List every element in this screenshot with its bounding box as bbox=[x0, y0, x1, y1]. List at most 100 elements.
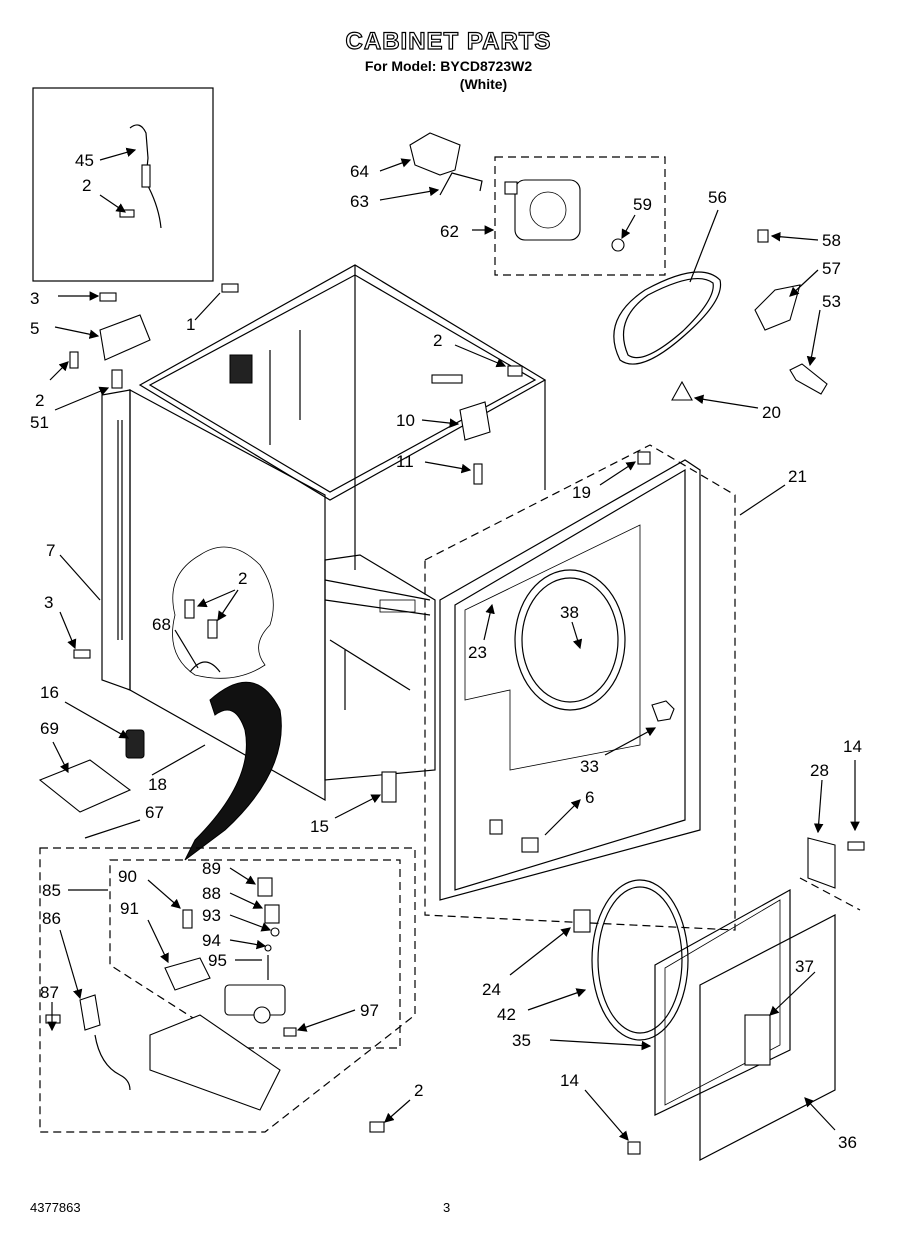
callout-labels: 45 2 3 1 5 2 51 64 63 62 59 56 58 57 53 … bbox=[30, 151, 862, 1152]
callout-67: 67 bbox=[145, 803, 164, 822]
callout-7: 7 bbox=[46, 541, 55, 560]
callout-14: 14 bbox=[843, 737, 862, 756]
callout-15: 15 bbox=[310, 817, 329, 836]
callout-64: 64 bbox=[350, 162, 369, 181]
callout-6: 6 bbox=[585, 788, 594, 807]
callout-53: 53 bbox=[822, 292, 841, 311]
screw-14-top bbox=[847, 841, 865, 851]
airflow-arrow bbox=[184, 681, 282, 861]
callout-51: 51 bbox=[30, 413, 49, 432]
screw-14-bottom bbox=[627, 1141, 641, 1155]
callout-2: 2 bbox=[35, 391, 44, 410]
thermostat-10 bbox=[459, 401, 491, 441]
callout-18: 18 bbox=[148, 775, 167, 794]
motor-box bbox=[494, 156, 666, 276]
screw-2-mid-b bbox=[207, 619, 218, 639]
screw-97 bbox=[283, 1027, 297, 1037]
screw-3-mid bbox=[73, 649, 91, 659]
cord-inset-box bbox=[32, 87, 214, 282]
callout-35: 35 bbox=[512, 1031, 531, 1050]
foot-20 bbox=[671, 380, 693, 401]
cord-screw bbox=[119, 209, 135, 218]
callout-42: 42 bbox=[497, 1005, 516, 1024]
page-number: 3 bbox=[443, 1200, 451, 1215]
cabinet-side-panel bbox=[101, 388, 326, 802]
pad-69 bbox=[38, 759, 132, 813]
screw-2-bottom bbox=[369, 1121, 385, 1133]
screw-90 bbox=[182, 909, 193, 929]
igniter-86 bbox=[79, 994, 101, 1031]
idler-53 bbox=[789, 363, 828, 395]
cord-plug bbox=[141, 164, 151, 188]
callout-97: 97 bbox=[360, 1001, 379, 1020]
clip-51 bbox=[111, 369, 123, 389]
callout-2: 2 bbox=[238, 569, 247, 588]
door-inner-35 bbox=[654, 888, 791, 1116]
callout-3: 3 bbox=[44, 593, 53, 612]
bracket-57 bbox=[754, 284, 801, 331]
door-catch-33 bbox=[651, 700, 675, 722]
callout-87: 87 bbox=[40, 983, 59, 1002]
callout-37: 37 bbox=[795, 957, 814, 976]
callout-2: 2 bbox=[414, 1081, 423, 1100]
foot-16 bbox=[125, 729, 145, 759]
callout-45: 45 bbox=[75, 151, 94, 170]
front-panel bbox=[439, 459, 701, 901]
callout-38: 38 bbox=[560, 603, 579, 622]
handle-37 bbox=[744, 1014, 771, 1066]
valve-subassembly-box-85 bbox=[109, 859, 401, 1049]
drive-belt-56 bbox=[613, 271, 722, 365]
latch-6 bbox=[489, 819, 503, 835]
callout-62: 62 bbox=[440, 222, 459, 241]
burner-assembly-box bbox=[39, 847, 416, 1133]
callout-14: 14 bbox=[560, 1071, 579, 1090]
clamp-68 bbox=[189, 661, 221, 673]
clip-19 bbox=[637, 451, 651, 465]
callout-23: 23 bbox=[468, 643, 487, 662]
cabinet-frame bbox=[138, 264, 547, 781]
document-number: 4377863 bbox=[30, 1200, 81, 1215]
drive-motor bbox=[504, 179, 625, 252]
gas-valve bbox=[224, 877, 286, 1024]
callout-2: 2 bbox=[433, 331, 442, 350]
callout-63: 63 bbox=[350, 192, 369, 211]
screw-2-left bbox=[69, 351, 79, 369]
callout-89: 89 bbox=[202, 859, 221, 878]
callout-57: 57 bbox=[822, 259, 841, 278]
burner-tube bbox=[149, 1014, 281, 1111]
leader-lines bbox=[47, 147, 860, 1141]
model-line: For Model: BYCD8723W2 bbox=[364, 58, 533, 74]
bracket-91 bbox=[164, 957, 211, 991]
screw-1 bbox=[221, 283, 239, 293]
callout-33: 33 bbox=[580, 757, 599, 776]
callout-56: 56 bbox=[708, 188, 727, 207]
callout-88: 88 bbox=[202, 884, 221, 903]
bracket-5 bbox=[99, 314, 151, 361]
seal-42 bbox=[591, 879, 689, 1041]
door-outer-36 bbox=[699, 914, 836, 1161]
screw-58 bbox=[757, 229, 769, 243]
motor-bracket-64 bbox=[409, 132, 461, 176]
callout-10: 10 bbox=[396, 411, 415, 430]
callout-85: 85 bbox=[42, 881, 61, 900]
callout-95: 95 bbox=[208, 951, 227, 970]
callout-93: 93 bbox=[202, 906, 221, 925]
callout-36: 36 bbox=[838, 1133, 857, 1152]
callout-3: 3 bbox=[30, 289, 39, 308]
hinge-28 bbox=[807, 837, 836, 889]
callout-69: 69 bbox=[40, 719, 59, 738]
clip-24 bbox=[573, 909, 591, 933]
color-line: (White) bbox=[459, 76, 508, 92]
callout-86: 86 bbox=[42, 909, 61, 928]
callout-16: 16 bbox=[40, 683, 59, 702]
callout-91: 91 bbox=[120, 899, 139, 918]
callout-1: 1 bbox=[186, 315, 195, 334]
screw-11 bbox=[473, 463, 483, 485]
callout-20: 20 bbox=[762, 403, 781, 422]
door-opening bbox=[514, 569, 626, 711]
screw-2-right bbox=[507, 365, 523, 377]
screw-87 bbox=[45, 1014, 61, 1024]
motor-clip-63 bbox=[439, 172, 483, 196]
front-panel-outline bbox=[424, 444, 736, 931]
